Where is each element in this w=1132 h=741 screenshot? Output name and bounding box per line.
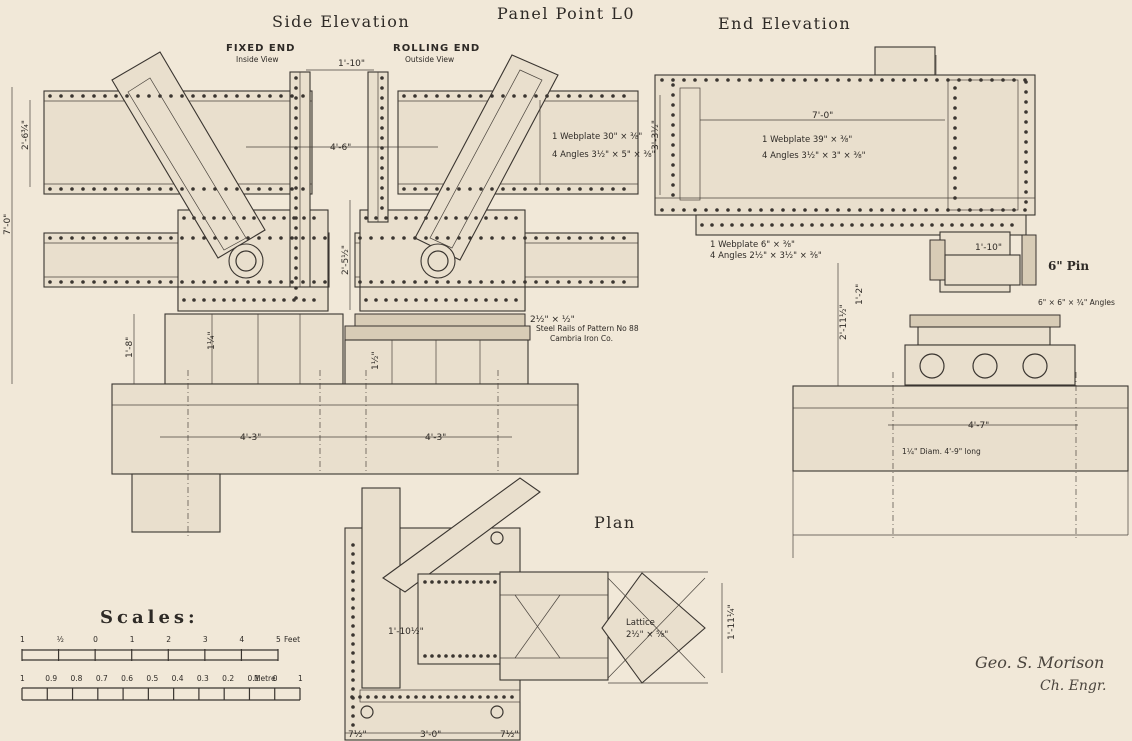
metre-scale-tick-label: 0.3 [197, 674, 209, 683]
metre-scale-tick-label: 0.9 [45, 674, 57, 683]
metre-scale-ticks: 1 0.9 0.8 0.7 0.6 0.5 0.4 0.3 0.2 0.1 0 1 [20, 674, 303, 700]
dim-7-right: 7½" [500, 730, 519, 740]
feet-scale-tick-label: 4 [239, 635, 244, 644]
dim-2-2: 2½" × ½" [530, 315, 575, 325]
feet-scale-tick-label: 3 [203, 635, 208, 644]
metre-scale-label: Metre [254, 674, 276, 683]
plan-view [344, 477, 723, 741]
feet-scale-tick-label: 5 [276, 635, 281, 644]
dim-1-10-plan: 1'-10½" [388, 627, 424, 637]
dim-1-8: 1'-8" [125, 337, 135, 358]
fixed-end-sub-label: Inside View [236, 55, 279, 64]
rolling-end-sub-label: Outside View [405, 55, 454, 64]
dim-4-3-left: 4'-3" [240, 433, 261, 443]
plan-title: Plan [594, 513, 636, 532]
feet-scale-ticks: 1 ½ 0 1 2 3 4 5 [20, 635, 281, 661]
feet-scale-tick-label: 1 [130, 635, 135, 644]
metre-scale-tick-label: 1 [20, 674, 25, 683]
dim-2-11: 2'-11½" [839, 304, 849, 340]
dim-3-0: 3'-0" [420, 730, 441, 740]
end-elevation-view [654, 46, 1129, 558]
dim-7-0-vertical: 7'-0" [3, 214, 13, 235]
feet-scale-label: Feet [284, 635, 300, 644]
cambria-note: Cambria Iron Co. [550, 334, 613, 343]
feet-scale-bar [22, 649, 278, 661]
dim-7-0-horizontal: 7'-0" [812, 111, 833, 121]
dim-1-4: 1¼" [207, 331, 217, 350]
lattice-size-label: 2½" × ⅝" [626, 630, 668, 640]
angles-30-note: 4 Angles 3½" × 5" × ⅜" [552, 150, 656, 160]
dim-4-7: 4'-7" [968, 421, 989, 431]
dim-4-3-right: 4'-3" [425, 433, 446, 443]
angles-6-note: 4 Angles 2½" × 3½" × ⅜" [710, 251, 822, 261]
feet-scale-tick-label: ½ [57, 635, 64, 644]
metre-scale-tick-label: 0.8 [71, 674, 83, 683]
dim-1-10-end: 1'-10" [975, 243, 1002, 253]
rolling-end-label: ROLLING END [393, 43, 480, 54]
dim-2-6: 2'-6¾" [21, 120, 31, 150]
metre-scale-tick-label: 0.5 [146, 674, 158, 683]
side-elevation-title: Side Elevation [272, 12, 410, 31]
metre-scale-tick-label: 0.2 [222, 674, 234, 683]
panel-point-title: Panel Point L0 [497, 4, 635, 23]
fixed-end-label: FIXED END [226, 43, 295, 54]
metre-scale-tick-label: 0.1 [247, 674, 259, 683]
feet-scale-tick-label: 0 [93, 635, 98, 644]
dim-1-10: 1'-10" [338, 59, 365, 69]
metre-scale-tick-label: 0 [273, 674, 278, 683]
angles-6x6-note: 6" × 6" × ¾" Angles [1038, 298, 1115, 307]
lattice-label: Lattice [626, 618, 655, 628]
dim-4-6: 4'-6" [330, 143, 351, 153]
feet-scale-tick-label: 1 [20, 635, 25, 644]
scales-title: Scales: [100, 607, 199, 628]
dim-1-3: 1½" [371, 351, 381, 370]
signature-title: Ch. Engr. [1040, 678, 1106, 694]
pin-label: 6" Pin [1048, 259, 1089, 273]
feet-scale-tick-label: 2 [166, 635, 171, 644]
angles-39-note: 4 Angles 3½" × 3" × ⅜" [762, 151, 866, 161]
webplate-30-note: 1 Webplate 30" × ⅜" [552, 132, 642, 142]
dim-2-5: 2'-5½" [341, 245, 351, 275]
side-elevation-view [11, 51, 639, 538]
webplate-39-note: 1 Webplate 39" × ⅜" [762, 135, 852, 145]
metre-scale-bar [22, 687, 300, 701]
end-elevation-title: End Elevation [718, 14, 851, 33]
rivet-pattern [48, 76, 1028, 727]
signature-name: Geo. S. Morison [975, 653, 1104, 672]
metre-scale-tick-label: 0.4 [172, 674, 184, 683]
metre-scale-tick-label: 0.7 [96, 674, 108, 683]
dim-1-2: 1'-2" [855, 284, 865, 305]
webplate-6-note: 1 Webplate 6" × ⅜" [710, 240, 795, 250]
dim-1-11: 1'-11¼" [727, 604, 737, 640]
steel-rails-note: Steel Rails of Pattern No 88 [536, 324, 639, 333]
bolt-diam-note: 1¼" Diam. 4'-9" long [902, 447, 981, 456]
dim-3-3: 3'-3½" [651, 120, 661, 150]
metre-scale-tick-label: 1 [298, 674, 303, 683]
dim-7-left: 7½" [348, 730, 367, 740]
metre-scale-tick-label: 0.6 [121, 674, 133, 683]
